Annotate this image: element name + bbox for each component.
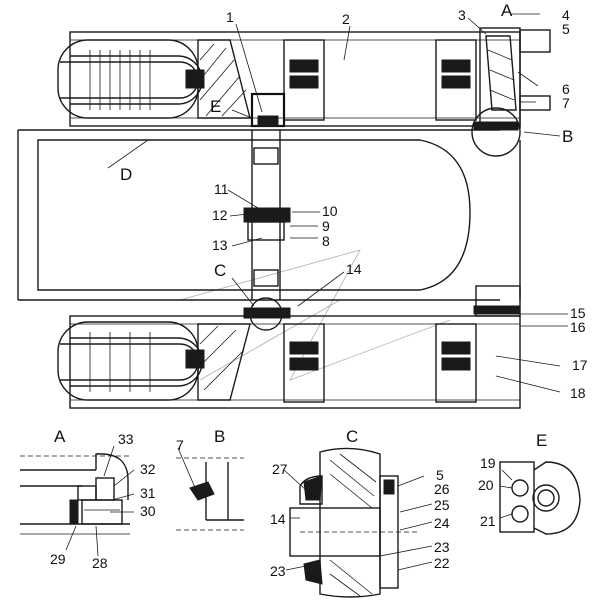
detail-e [499,461,581,535]
callout-1: 1 [226,9,234,25]
leader-lines [107,13,568,393]
callout-13: 13 [212,237,228,253]
callout-15: 15 [570,305,586,321]
detail-b-title: B [214,427,226,446]
callout-9: 9 [322,218,330,234]
callout-4: 4 [562,7,570,23]
detail-a-callout-32: 32 [140,461,156,477]
detail-e-callout-21: 21 [480,513,496,529]
detail-a-callout-31: 31 [140,485,156,501]
detail-b-callout-7: 7 [176,437,184,453]
callout-12: 12 [212,207,228,223]
callout-11: 11 [214,181,229,197]
view-marker-c: C [214,261,227,280]
view-marker-b: B [562,127,574,146]
detail-c-callout-14: 14 [270,511,286,527]
callout-17: 17 [572,357,588,373]
detail-c [283,447,433,598]
callout-16: 16 [570,319,586,335]
callout-6: 6 [562,81,570,97]
detail-a [20,445,135,557]
lower-beam [57,285,521,409]
detail-a-callout-28: 28 [92,555,108,571]
callout-10: 10 [322,203,338,219]
callout-7: 7 [562,95,570,111]
detail-c-callout-23-left: 23 [270,563,286,579]
callout-8: 8 [322,233,330,249]
detail-c-callout-22: 22 [434,555,450,571]
detail-c-callout-27: 27 [272,461,288,477]
detail-c-callout-24: 24 [434,515,450,531]
view-marker-a-top: A [501,1,513,20]
detail-a-callout-30: 30 [140,503,156,519]
detail-e-callout-19: 19 [480,455,496,471]
callout-2: 2 [342,11,350,27]
callout-5: 5 [562,21,570,37]
detail-e-title: E [536,431,548,450]
view-marker-e: E [210,97,222,116]
detail-c-callout-25: 25 [434,497,450,513]
detail-e-callout-20: 20 [478,477,494,493]
upper-beam [57,27,551,157]
callout-18: 18 [570,385,586,401]
detail-a-title: A [54,427,66,446]
callout-3: 3 [458,7,466,23]
detail-c-title: C [346,427,359,446]
detail-c-callout-5: 5 [436,467,444,483]
detail-a-callout-29: 29 [50,551,66,567]
detail-a-callout-33: 33 [118,431,134,447]
detail-c-callout-26: 26 [434,481,450,497]
detail-b [176,447,244,531]
callout-14: 14 [346,261,362,277]
detail-c-callout-23-right: 23 [434,539,450,555]
view-marker-d: D [120,165,133,184]
